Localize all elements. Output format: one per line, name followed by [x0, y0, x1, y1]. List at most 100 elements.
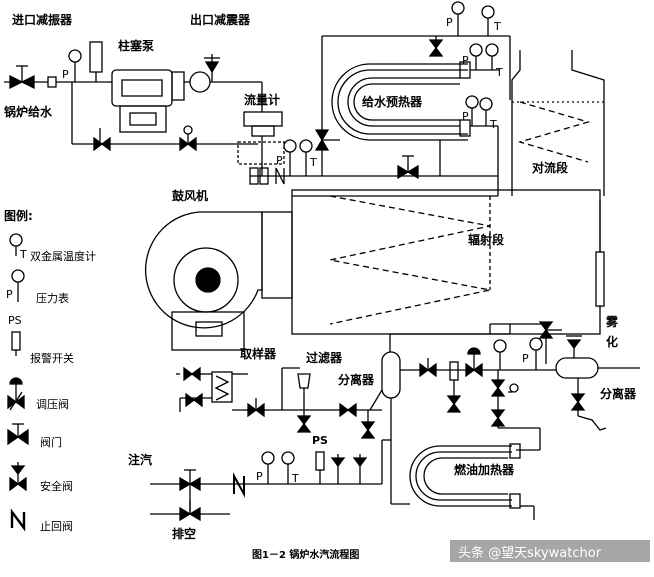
svg-text:P: P: [6, 288, 13, 301]
label-outlet-damper: 出口减震器: [190, 12, 251, 27]
label-separator-main: 分离器: [338, 372, 375, 387]
pressure-gauge-icon: P: [462, 95, 479, 126]
legend-item-pressure-regulator: 调压阀: [7, 377, 69, 411]
legend-item-safety-valve: 安全阀: [9, 462, 73, 493]
svg-text:PS: PS: [8, 314, 22, 327]
thermometer-icon: T: [485, 43, 503, 79]
svg-text:T: T: [489, 118, 497, 131]
pressure-gauge-icon: P: [493, 339, 529, 370]
pressure-gauge-icon: [283, 139, 297, 176]
label-steam-inject: 注汽: [128, 452, 152, 467]
safety-valve-icon: [566, 335, 582, 358]
legend-item-pressure-gauge: P 压力表: [6, 269, 69, 305]
legend-title: 图例:: [4, 208, 33, 223]
svg-text:调压阀: 调压阀: [36, 397, 69, 411]
sampler-line-valve-icon[interactable]: [247, 398, 265, 418]
drain-valve-icon[interactable]: [570, 393, 586, 411]
watermark: 头条 @望天skywatchor: [458, 545, 602, 561]
legend-item-check-valve: 止回阀: [10, 508, 73, 533]
label-p: P: [276, 154, 283, 167]
svg-text:P: P: [462, 54, 469, 67]
svg-text:止回阀: 止回阀: [40, 519, 73, 533]
legend-item-thermometer: T 双金属温度计: [9, 233, 96, 263]
separator-valve-icon[interactable]: [419, 358, 437, 378]
pressure-regulator-icon: [7, 377, 25, 411]
sampler-drain-valve-icon[interactable]: [185, 392, 203, 408]
convection-section-icon: [511, 50, 605, 196]
label-radiant: 辐射段: [468, 232, 505, 247]
safety-valve-icon: [330, 454, 368, 484]
filter-line-valve-icon[interactable]: [339, 402, 357, 418]
alarm-switch-icon: [11, 331, 21, 356]
feed-line: P: [4, 41, 112, 90]
inlet-valve-icon[interactable]: [9, 65, 35, 90]
svg-text:报警开关: 报警开关: [30, 351, 74, 365]
legend-item-valve: 阀门: [7, 423, 62, 449]
svg-text:P: P: [446, 16, 453, 29]
return-regulator-icon[interactable]: [179, 125, 197, 152]
label-p: P: [256, 470, 263, 483]
alarm-switch-icon: [315, 451, 325, 484]
thermometer-icon: T: [481, 5, 501, 36]
pressure-gauge-icon: P: [6, 269, 25, 302]
label-vent: 排空: [172, 526, 196, 541]
svg-text:双金属温度计: 双金属温度计: [30, 249, 96, 263]
preheater-top-valve-icon[interactable]: [428, 39, 444, 57]
label-atomize-2: 化: [606, 334, 618, 349]
label-blower: 鼓风机: [172, 188, 208, 203]
sight-glass-icon: [509, 383, 519, 393]
vent-valve-icon[interactable]: [179, 500, 201, 522]
fuel-oil-heater-icon: [409, 443, 521, 509]
safety-valve-icon: [9, 462, 27, 492]
preheater-inlet-valve-icon[interactable]: [314, 129, 340, 151]
plunger-pump-icon: [111, 69, 185, 133]
label-atomize-1: 雾: [605, 315, 619, 329]
pressure-gauge-icon: P: [62, 49, 82, 82]
watermark-bg: [450, 540, 650, 562]
svg-text:T: T: [19, 248, 27, 261]
blower-icon: [144, 211, 293, 351]
thermometer-icon: T: [299, 139, 317, 176]
drain-valve-icon[interactable]: [446, 395, 462, 413]
svg-text:T: T: [309, 156, 317, 169]
svg-text:T: T: [291, 472, 299, 485]
inlet-damper-icon: [47, 76, 57, 88]
label-boiler-feed: 锅炉给水: [4, 104, 53, 119]
svg-text:压力表: 压力表: [36, 291, 69, 305]
thermometer-icon: T: [9, 233, 27, 261]
label-ps: PS: [312, 434, 328, 447]
label-sampler: 取样器: [240, 346, 277, 361]
svg-text:安全阀: 安全阀: [40, 479, 73, 493]
svg-text:T: T: [495, 66, 503, 79]
sampler-icon: [211, 371, 233, 403]
svg-text:T: T: [493, 20, 501, 33]
legend-item-alarm-switch: PS 报警开关: [8, 314, 74, 365]
bypass-valve-icon[interactable]: [490, 379, 506, 427]
check-valve-icon: [233, 472, 245, 498]
sampler-valve-icon[interactable]: [176, 366, 201, 382]
svg-text:阀门: 阀门: [40, 435, 62, 449]
safety-valve-icon: [204, 54, 220, 82]
label-feed-preheater: 给水预热器: [362, 94, 423, 109]
separator-drain-valve-icon[interactable]: [360, 421, 376, 439]
label-plunger-pump: 柱塞泵: [118, 38, 154, 53]
atomize-valve-icon[interactable]: [538, 321, 562, 339]
filter-drain-valve-icon[interactable]: [296, 415, 312, 433]
thermometer-icon: T: [479, 97, 497, 131]
label-convection: 对流段: [532, 160, 569, 175]
pressure-gauge-icon: [261, 451, 275, 484]
figure-caption: 图1－2 锅炉水汽流程图: [252, 548, 359, 561]
check-valve-icon: [10, 508, 26, 532]
drain-line: [577, 415, 607, 431]
pressure-regulator-icon[interactable]: [465, 347, 483, 378]
label-inlet-damper: 进口减振器: [12, 12, 73, 27]
bypass-valve-icon[interactable]: [397, 155, 419, 180]
svg-text:P: P: [462, 110, 469, 123]
pressure-gauge-icon: P: [446, 1, 465, 36]
bypass-valve-icon[interactable]: [93, 136, 111, 152]
svg-text:P: P: [62, 68, 69, 81]
svg-text:P: P: [522, 352, 529, 365]
check-valve-icon: [275, 167, 285, 185]
label-separator-right: 分离器: [600, 386, 637, 401]
